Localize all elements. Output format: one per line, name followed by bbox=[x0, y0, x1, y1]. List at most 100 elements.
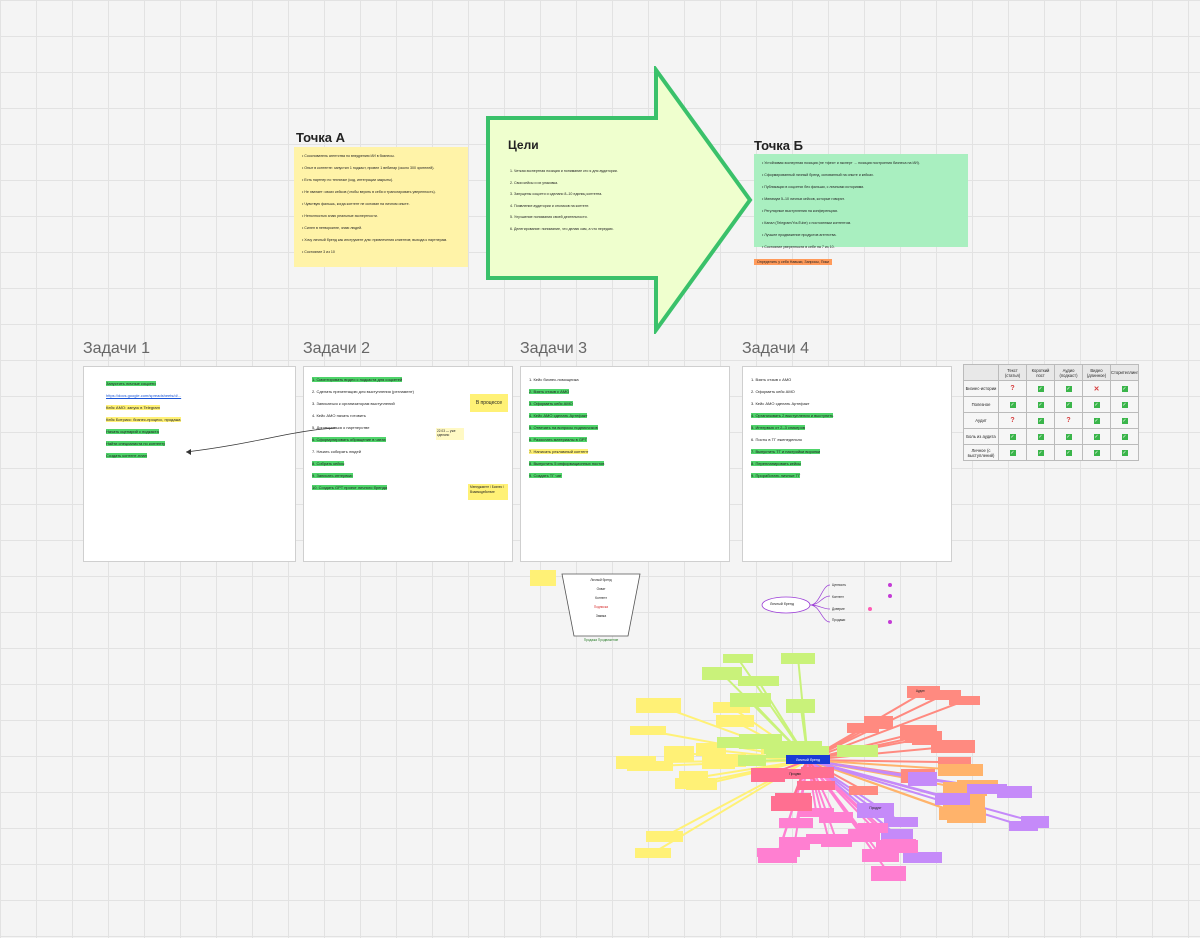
mindmap-node[interactable] bbox=[758, 847, 797, 863]
mindmap-node[interactable] bbox=[635, 847, 672, 859]
mindmap-node[interactable] bbox=[997, 786, 1032, 798]
mindmap-node[interactable] bbox=[907, 772, 937, 786]
row-label: Бизнес-истории bbox=[963, 380, 999, 397]
mindmap-node[interactable] bbox=[675, 778, 716, 789]
funnel-line: Личный бренд bbox=[590, 578, 612, 582]
point-a-item: • Есть партнер по техничке (код, интегра… bbox=[302, 178, 394, 182]
mindmap-node[interactable] bbox=[902, 851, 942, 864]
point-b-footer: Определить у себя Навыки, Запросы, Пики bbox=[754, 259, 833, 265]
mindmap-node[interactable] bbox=[1008, 821, 1039, 832]
mindmap-node[interactable] bbox=[730, 693, 771, 707]
mindmap-node[interactable] bbox=[884, 817, 918, 827]
mindmap-center[interactable]: Личный бренд bbox=[786, 755, 830, 764]
status-sticky[interactable]: В процессе bbox=[470, 394, 508, 412]
task-item: 8. Выпустить 5 информационных постов bbox=[529, 461, 605, 466]
check-icon: ✓ bbox=[1093, 401, 1100, 408]
point-b-note[interactable]: • Устойчивая экспертная позиция (не «фея… bbox=[754, 154, 968, 249]
mindmap-node[interactable] bbox=[716, 737, 761, 748]
goal-item: 5. Улучшение понимания своей деятельност… bbox=[510, 215, 588, 219]
mindmap-node[interactable] bbox=[938, 756, 972, 768]
mindmap-node[interactable] bbox=[948, 696, 980, 706]
mindmap-node[interactable] bbox=[925, 690, 961, 700]
mindmap-node[interactable] bbox=[871, 865, 906, 881]
mindmap-node[interactable] bbox=[779, 836, 810, 851]
mindmap-node[interactable]: Аудитория bbox=[907, 686, 941, 699]
goals-arrow[interactable] bbox=[484, 66, 754, 334]
mindmap-node[interactable] bbox=[966, 783, 1007, 794]
check-icon: ✓ bbox=[1121, 417, 1128, 424]
mindmap-node[interactable] bbox=[779, 818, 814, 829]
mindmap-node[interactable] bbox=[646, 831, 683, 842]
task-item: 6. Разослать материалы в GPT bbox=[529, 437, 588, 442]
point-a-note[interactable]: • Сооснователь агентства по внедрению ИИ… bbox=[294, 147, 468, 267]
mindmap-node[interactable] bbox=[937, 763, 984, 777]
mindmap-node[interactable] bbox=[738, 755, 767, 767]
task-item: 9. Создать ТГ чат bbox=[529, 473, 562, 478]
task-item: 5. Интервью от 2–3 спикеров bbox=[751, 425, 805, 430]
goal-item: 2. Свои кейсы и их упаковка. bbox=[510, 180, 559, 185]
matrix-cell: ✓ bbox=[1054, 428, 1083, 445]
mindmap-node[interactable] bbox=[737, 676, 779, 686]
mindmap-node[interactable]: Продвижение bbox=[784, 769, 815, 780]
mindmap-node[interactable] bbox=[846, 722, 880, 734]
point-a-item: • Не хватает: своих кейсов (чтобы верить… bbox=[302, 190, 436, 194]
mindmap-node[interactable] bbox=[766, 745, 805, 758]
mindmap-node[interactable] bbox=[778, 741, 822, 752]
goals-title: Цели bbox=[508, 138, 539, 152]
mindmap-node[interactable] bbox=[636, 698, 682, 713]
mindmap-node[interactable] bbox=[723, 654, 753, 664]
question-icon: ? bbox=[1010, 385, 1015, 392]
funnel-sticky[interactable] bbox=[530, 570, 556, 586]
mindmap-node[interactable] bbox=[837, 744, 879, 758]
task-item: 10. Создать GPT проект личного бренда bbox=[312, 485, 388, 490]
mindmap-node[interactable] bbox=[701, 666, 743, 681]
mindmap-node[interactable] bbox=[801, 767, 834, 778]
extra-sticky[interactable]: Менеджмент / Бизнес / Взаимодействие bbox=[468, 484, 508, 500]
mindmap-node[interactable] bbox=[861, 849, 900, 862]
mindmap-node[interactable] bbox=[715, 715, 754, 728]
point-b-item: • Состояние уверенности в себе на 7 из 1… bbox=[762, 245, 835, 249]
mindmap-node[interactable] bbox=[774, 793, 811, 803]
check-icon: ✓ bbox=[1093, 417, 1100, 424]
mindmap-node[interactable] bbox=[704, 754, 747, 768]
mindmap-node[interactable] bbox=[664, 746, 694, 761]
mindmap-node[interactable] bbox=[864, 716, 893, 730]
mindmap-node[interactable] bbox=[882, 838, 917, 850]
note-sticky[interactable]: 22.03 — уже сделано bbox=[436, 428, 464, 440]
mindmap-node[interactable] bbox=[713, 702, 751, 713]
mindmap-node[interactable] bbox=[947, 809, 987, 824]
matrix-cell: ✓ bbox=[1109, 444, 1140, 461]
mindmap-node[interactable] bbox=[781, 652, 815, 664]
mindmap-node[interactable] bbox=[821, 835, 852, 847]
point-b-item: • Регулярные выступления на конференциях… bbox=[762, 209, 839, 213]
mindmap-node[interactable] bbox=[785, 698, 816, 714]
mindmap-node[interactable]: Продукт bbox=[857, 803, 894, 819]
task-item: Начать сценарий с подкаста bbox=[106, 429, 159, 434]
row-label: Полезное bbox=[963, 396, 999, 413]
mindmap-node[interactable] bbox=[629, 725, 666, 736]
goal-item: 3. Запущены соцсети и сделано 8–10 едини… bbox=[510, 192, 603, 196]
mindmap-node[interactable] bbox=[751, 767, 786, 783]
mindmap-node[interactable] bbox=[818, 812, 853, 823]
task-item: 3. Оформить кейс AMO bbox=[529, 401, 573, 406]
mindmap-node[interactable] bbox=[930, 739, 975, 753]
mindmap-node[interactable] bbox=[935, 792, 971, 805]
check-icon: ✓ bbox=[1121, 449, 1128, 456]
mindmap-node[interactable] bbox=[798, 807, 834, 818]
mindmap-node[interactable] bbox=[848, 785, 879, 796]
point-a-item: • Состояние 3 из 10 bbox=[302, 250, 335, 254]
point-b-item: • Лучшее продвижение продуктов агентства… bbox=[762, 233, 837, 237]
task-item: 7. Выпустить ТГ и настройки воронки bbox=[751, 449, 821, 454]
matrix-cell: ✓ bbox=[1026, 380, 1055, 397]
mindmap-node[interactable] bbox=[615, 755, 656, 769]
mini-map-branch: Ценность bbox=[832, 583, 847, 587]
check-icon: ✓ bbox=[1065, 433, 1072, 440]
table-row: Бизнес-истории?✓✓✕✓ bbox=[963, 380, 1140, 397]
funnel-caption: Продажа Продвижение bbox=[583, 638, 619, 642]
mindmap-node[interactable] bbox=[858, 822, 888, 834]
mindmap-node[interactable] bbox=[796, 780, 835, 791]
